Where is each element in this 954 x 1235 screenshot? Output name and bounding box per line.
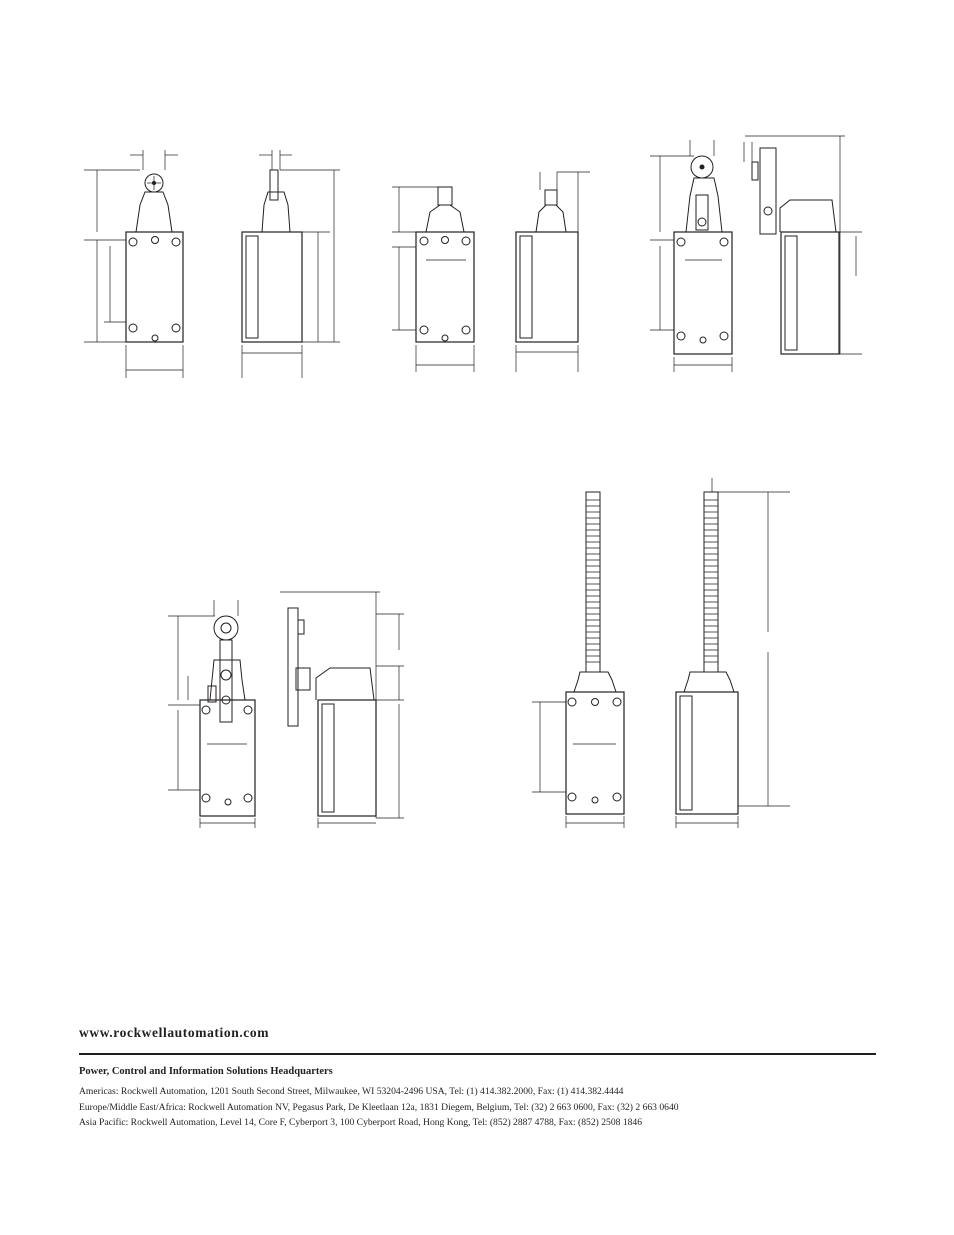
drawing-roller-lever-side (743, 135, 862, 355)
drawing-roller-plunger-side (241, 150, 340, 378)
address-asia-pacific: Asia Pacific: Rockwell Automation, Level… (79, 1117, 643, 1128)
headquarters-title: Power, Control and Information Solutions… (79, 1066, 333, 1077)
drawing-push-plunger-side (515, 171, 590, 372)
spring-coils-front (586, 499, 600, 663)
footer-divider (79, 1053, 876, 1055)
drawing-spring-rod-front (532, 491, 625, 828)
page-footer: www.rockwellautomation.com Power, Contro… (79, 1025, 879, 1128)
drawing-push-plunger-front (392, 186, 475, 372)
spring-coils-side (704, 499, 718, 663)
address-americas: Americas: Rockwell Automation, 1201 Sout… (79, 1086, 624, 1097)
drawing-roller-lever-front (650, 140, 733, 372)
website-link[interactable]: www.rockwellautomation.com (79, 1025, 270, 1040)
address-emea: Europe/Middle East/Africa: Rockwell Auto… (79, 1102, 679, 1113)
drawing-adjustable-lever-side (280, 591, 404, 828)
drawing-spring-rod-side (675, 478, 790, 828)
drawing-roller-plunger-front (84, 150, 184, 378)
drawing-adjustable-lever-front (168, 600, 256, 828)
dimension-drawings (84, 135, 862, 828)
